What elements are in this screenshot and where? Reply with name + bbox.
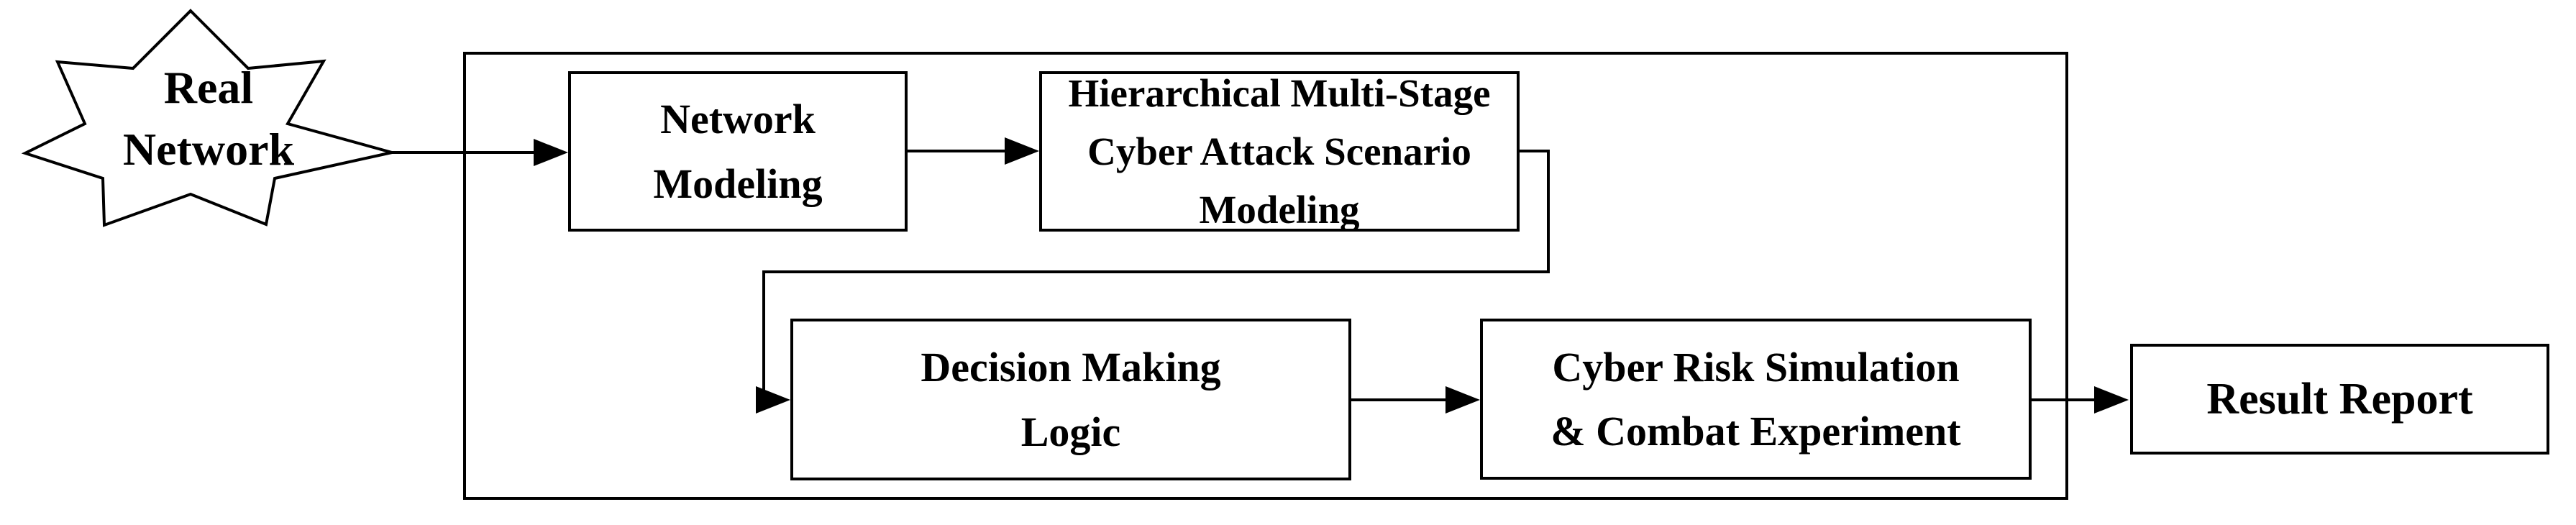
node-real-network-label-line1: Real [163, 61, 254, 113]
node-network-modeling-label-line2: Modeling [653, 160, 823, 207]
real-network-star-shape [21, 9, 393, 227]
node-risk-simulation-label-line1: Cyber Risk Simulation [1552, 344, 1960, 391]
edge-decision-to-risk-arrowhead [1445, 386, 1480, 414]
node-result-report: Result Report [2130, 344, 2549, 455]
node-network-modeling-label-line1: Network [660, 95, 816, 142]
node-attack-scenario-label-line2: Cyber Attack Scenario [1087, 129, 1471, 173]
node-decision-logic-label-line2: Logic [1020, 408, 1121, 455]
node-real-network: Real Network [25, 9, 392, 227]
node-decision-logic-label-line1: Decision Making [921, 343, 1221, 391]
node-decision-making-logic: Decision Making Logic [790, 319, 1351, 480]
node-risk-simulation-label-line2: & Combat Experiment [1550, 408, 1961, 455]
node-attack-scenario-modeling: Hierarchical Multi-Stage Cyber Attack Sc… [1039, 71, 1520, 232]
node-result-report-label: Result Report [2206, 375, 2473, 424]
edge-risk-to-result-arrowhead [2094, 386, 2129, 414]
node-cyber-risk-simulation: Cyber Risk Simulation & Combat Experimen… [1480, 319, 2032, 480]
edge-network-to-scenario-arrowhead [1005, 137, 1039, 165]
node-network-modeling: Network Modeling [568, 71, 908, 232]
node-real-network-label-line2: Network [122, 123, 295, 175]
node-attack-scenario-label-line1: Hierarchical Multi-Stage [1068, 71, 1491, 115]
simulation-group-frame [463, 52, 2068, 500]
edge-star-to-network-arrowhead [534, 139, 568, 166]
node-attack-scenario-label-line3: Modeling [1199, 188, 1360, 232]
edge-scenario-to-decision-arrowhead [756, 386, 790, 414]
